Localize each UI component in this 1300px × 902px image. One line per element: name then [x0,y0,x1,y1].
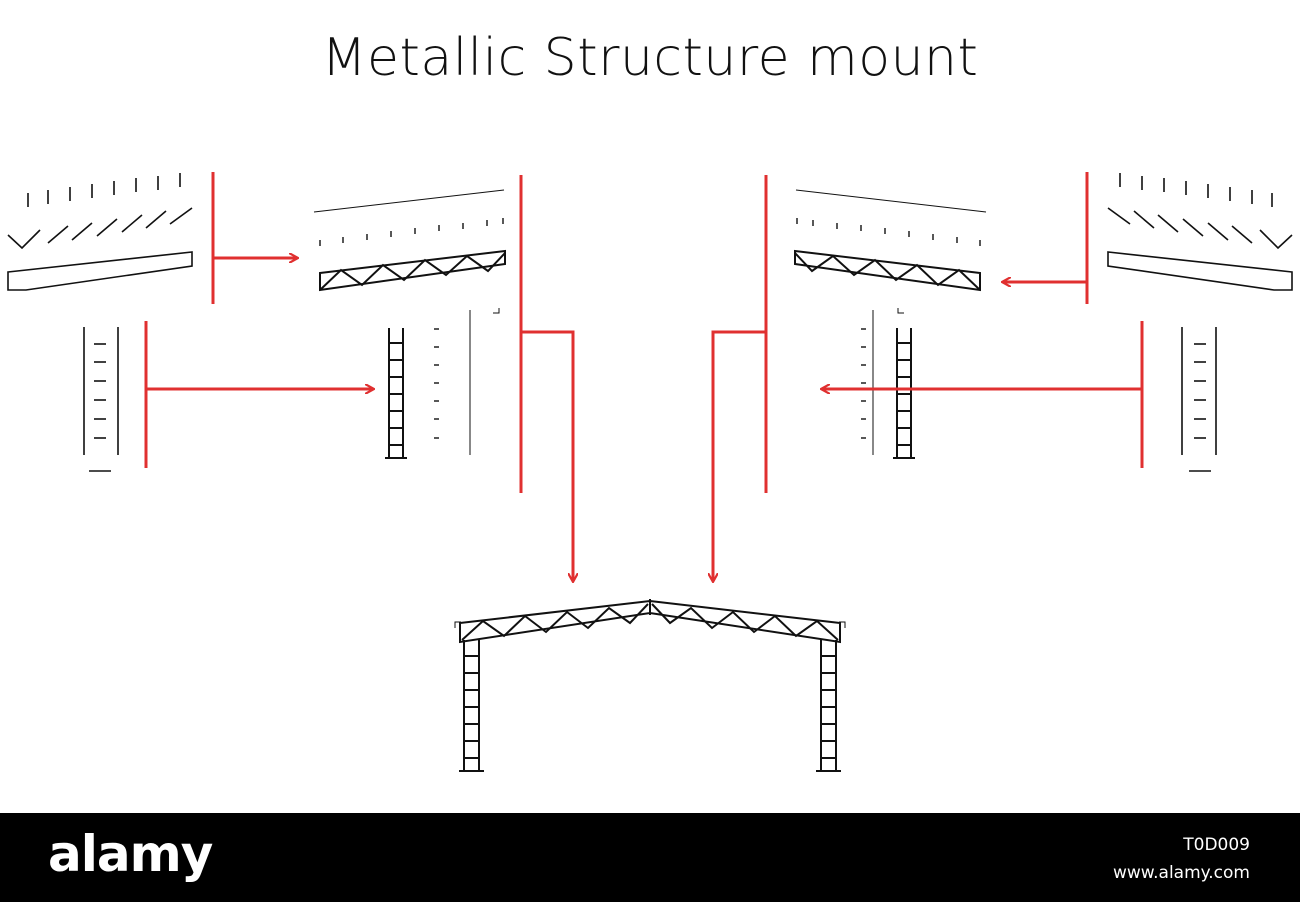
frame-left-rafter [459,599,651,644]
right-loose-column [1181,327,1217,472]
left-column-dashes [434,328,439,439]
right-column-dashes [861,328,866,439]
left-loose-ticks [27,173,181,207]
right-truss-column [893,328,915,459]
left-corner-mark [493,308,500,314]
right-down-arrow [713,330,766,581]
image-id: T0D009 [1183,835,1250,855]
brand-logo: alamy [48,825,213,883]
right-loose-ticks [1119,173,1273,207]
left-parts-group [7,173,193,472]
frame-left-eave [454,621,461,628]
left-truss-column [385,328,407,459]
left-arrows-group [144,172,573,581]
left-truss-beam [319,249,506,292]
site-url: www.alamy.com [1112,863,1250,883]
left-dash-marks [319,218,504,246]
left-loose-column [83,327,119,472]
frame-right-column [816,640,841,772]
left-assembled-group [313,189,506,459]
right-corner-mark [897,308,904,314]
frame-left-column [459,640,484,772]
diagram-canvas [7,172,1293,772]
left-loose-diagonals [7,207,193,250]
left-down-arrow [521,330,573,581]
assembled-frame [454,599,846,772]
right-plain-beam [1107,251,1293,291]
diagram-title: Metallic Structure mount [321,28,979,88]
right-parts-group [713,172,1293,581]
left-plain-beam [7,251,193,291]
left-roof-line [313,189,505,213]
right-truss-beam [794,249,981,292]
frame-right-eave [839,621,846,628]
right-dash-marks [796,218,981,246]
right-roof-line [795,189,987,213]
frame-right-rafter [649,599,841,644]
right-loose-diagonals [1107,207,1293,250]
watermark-footer: alamy T0D009 www.alamy.com [0,813,1300,902]
